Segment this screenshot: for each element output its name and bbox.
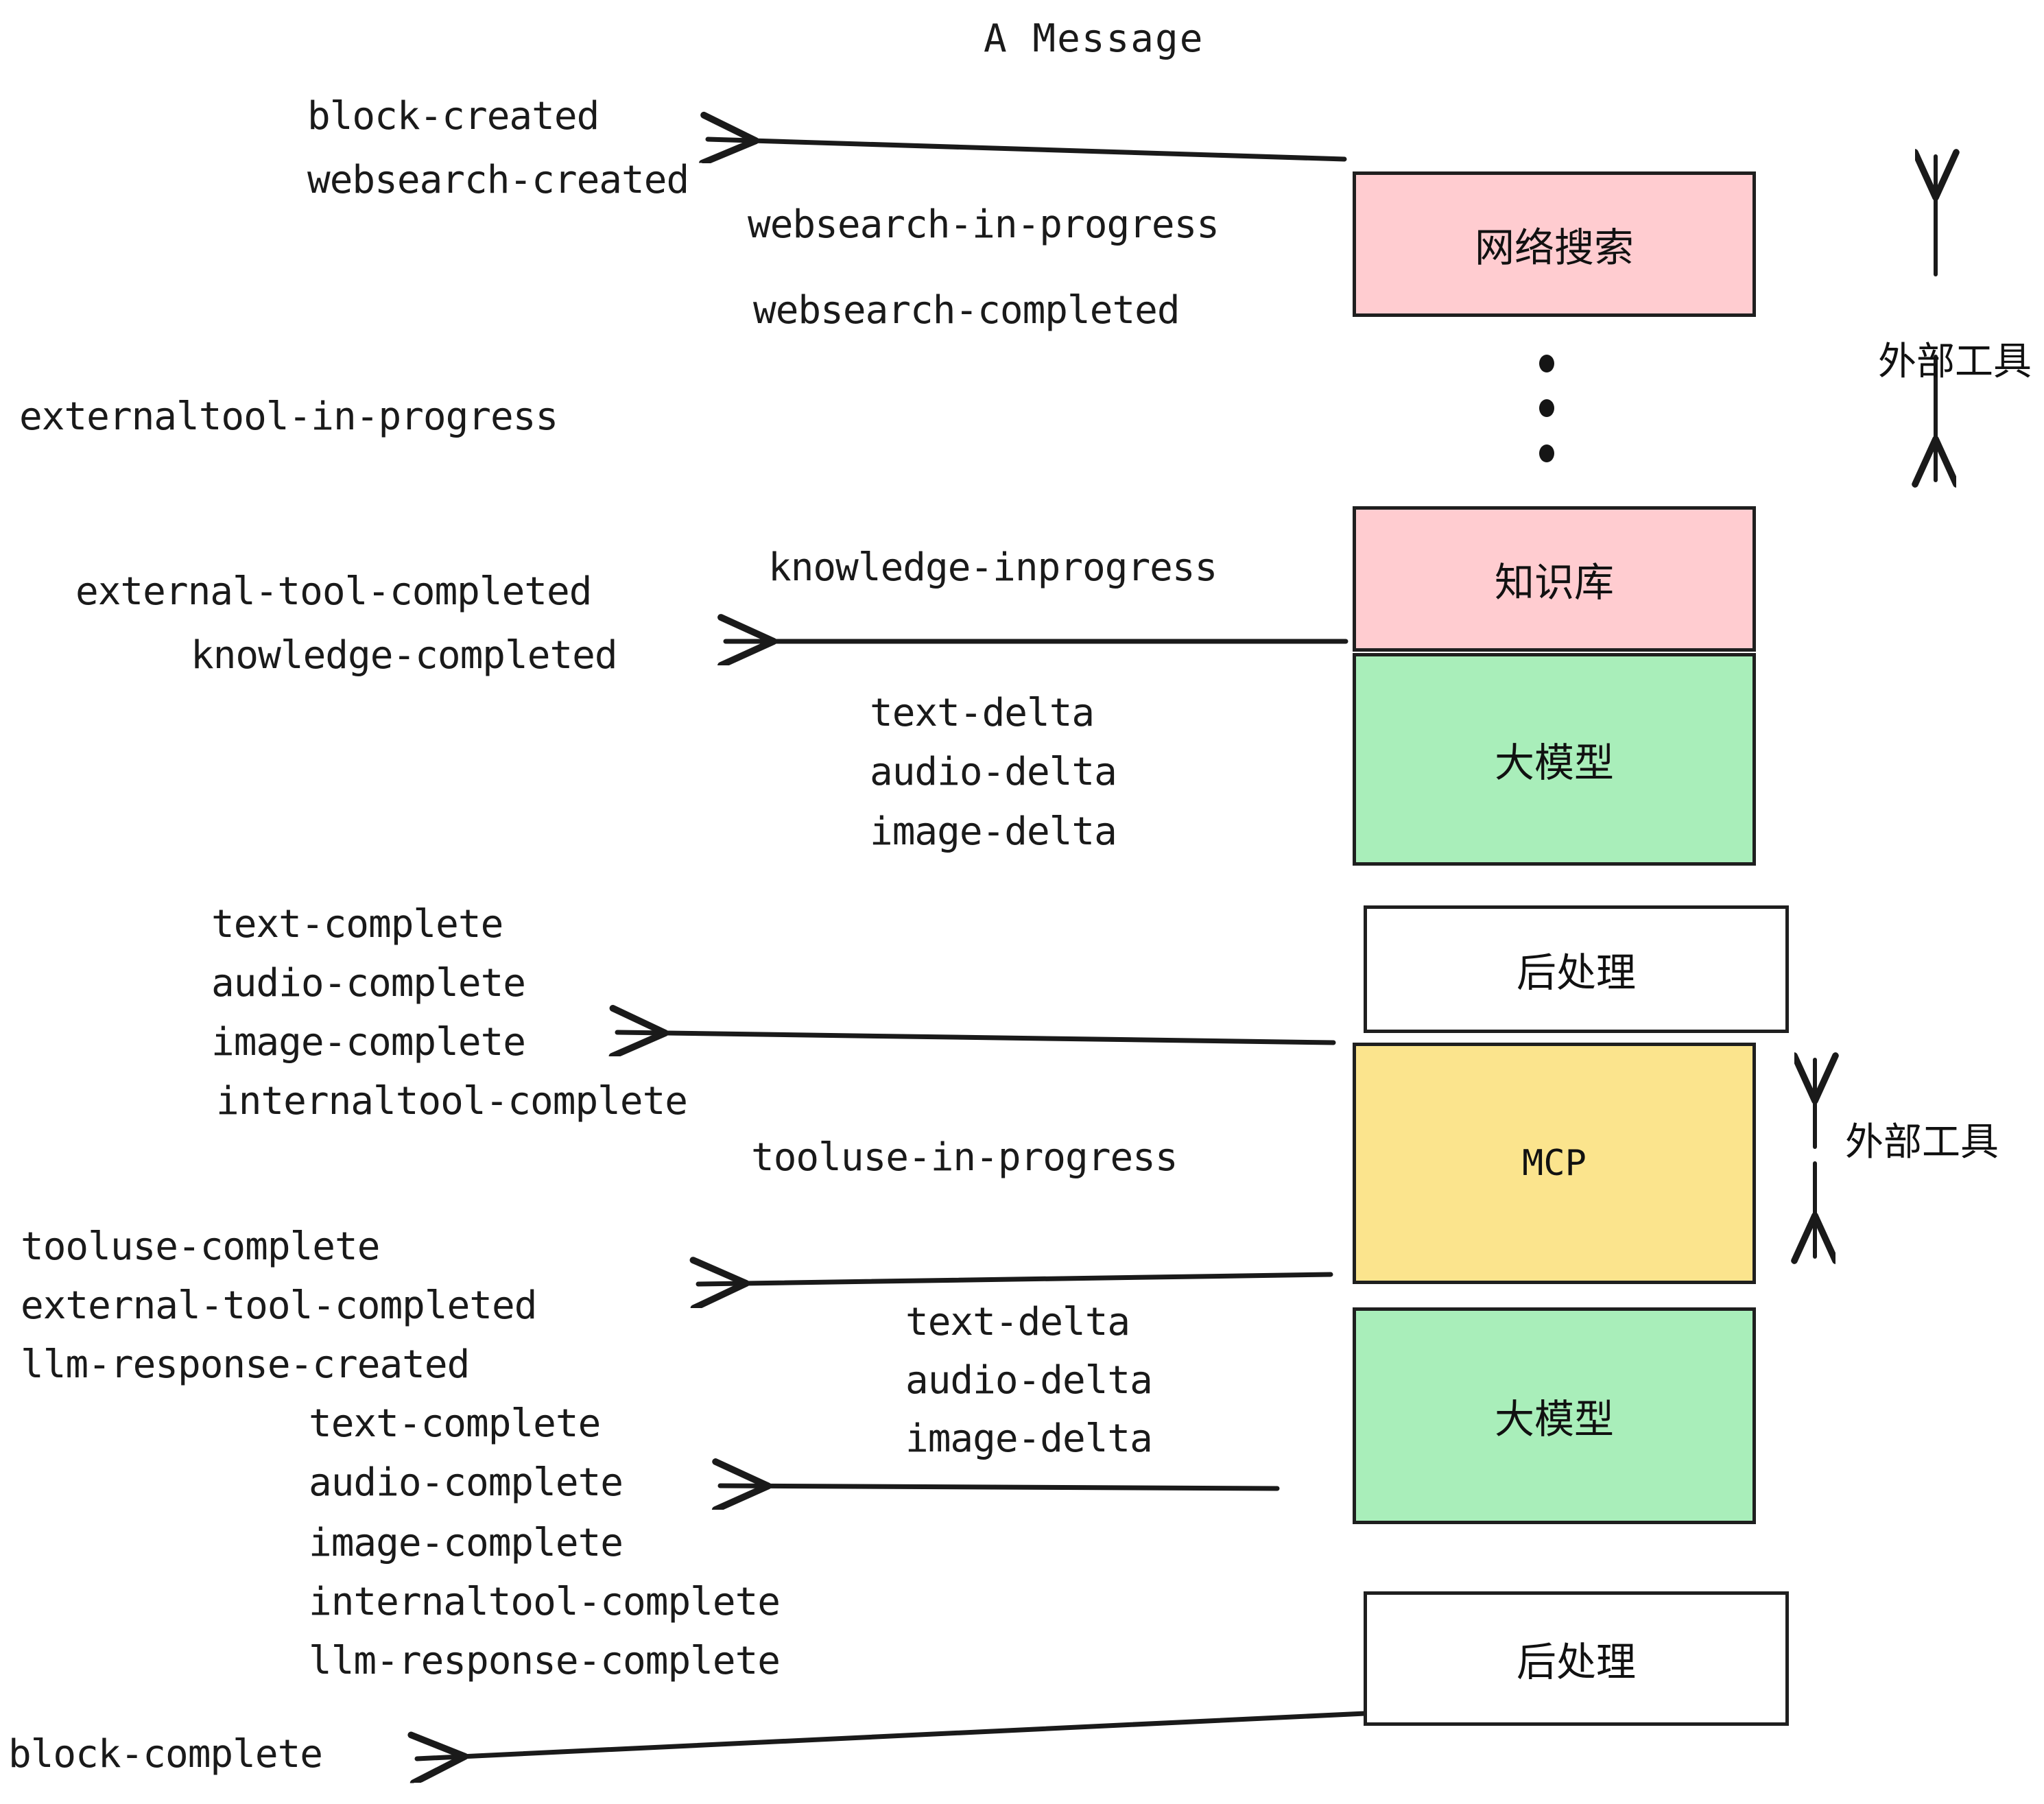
event-label: audio-complete — [211, 961, 526, 1006]
arrow-block-created — [708, 139, 1347, 159]
event-label: text-delta — [905, 1300, 1130, 1344]
diagram-title: A Message — [984, 16, 1204, 61]
event-label: image-complete — [309, 1521, 623, 1565]
event-label: tooluse-complete — [21, 1224, 380, 1269]
event-label: external-tool-completed — [75, 569, 592, 614]
node-postprocess-1: 后处理 — [1364, 905, 1789, 1033]
node-llm-1: 大模型 — [1353, 653, 1756, 866]
event-label: external-tool-completed — [21, 1283, 537, 1328]
event-label: knowledge-inprogress — [768, 545, 1217, 590]
event-label: audio-delta — [905, 1358, 1153, 1403]
arrow-image-complete — [617, 1032, 1336, 1043]
ellipsis-dot-icon — [1539, 355, 1554, 372]
event-label: image-delta — [870, 809, 1117, 854]
node-llm-2: 大模型 — [1353, 1307, 1756, 1524]
event-label: block-created — [307, 94, 599, 139]
node-knowledgebase: 知识库 — [1353, 506, 1756, 652]
node-mcp: MCP — [1353, 1043, 1756, 1284]
event-label: text-delta — [870, 691, 1095, 735]
arrow-block-complete — [417, 1711, 1368, 1759]
arrow-tooluse-complete — [698, 1274, 1333, 1284]
node-websearch: 网络搜索 — [1353, 171, 1756, 317]
event-label: llm-response-complete — [309, 1639, 781, 1683]
event-label: internaltool-complete — [216, 1079, 688, 1124]
event-label: text-complete — [309, 1401, 601, 1446]
node-postprocess-2: 后处理 — [1364, 1591, 1789, 1726]
event-label: audio-complete — [309, 1460, 623, 1505]
event-label: block-complete — [8, 1732, 323, 1777]
arrow-audio-complete — [720, 1486, 1280, 1488]
event-label: text-complete — [211, 902, 503, 947]
event-label: audio-delta — [870, 750, 1117, 794]
ellipsis-dot-icon — [1539, 444, 1554, 462]
event-label: websearch-completed — [753, 288, 1180, 333]
ellipsis-dot-icon — [1539, 399, 1554, 417]
event-label: image-complete — [211, 1020, 526, 1065]
event-label: knowledge-completed — [191, 633, 618, 678]
event-label: llm-response-created — [21, 1342, 470, 1387]
event-label: websearch-created — [307, 158, 689, 202]
event-label: externaltool-in-progress — [19, 394, 558, 439]
event-label: tooluse-in-progress — [751, 1135, 1178, 1180]
event-label: image-delta — [905, 1416, 1153, 1461]
external-tools-top-label: 外部工具 — [1878, 340, 2032, 384]
event-label: websearch-in-progress — [748, 202, 1220, 247]
external-tools-bottom-label: 外部工具 — [1845, 1120, 1999, 1165]
event-label: internaltool-complete — [309, 1580, 781, 1624]
